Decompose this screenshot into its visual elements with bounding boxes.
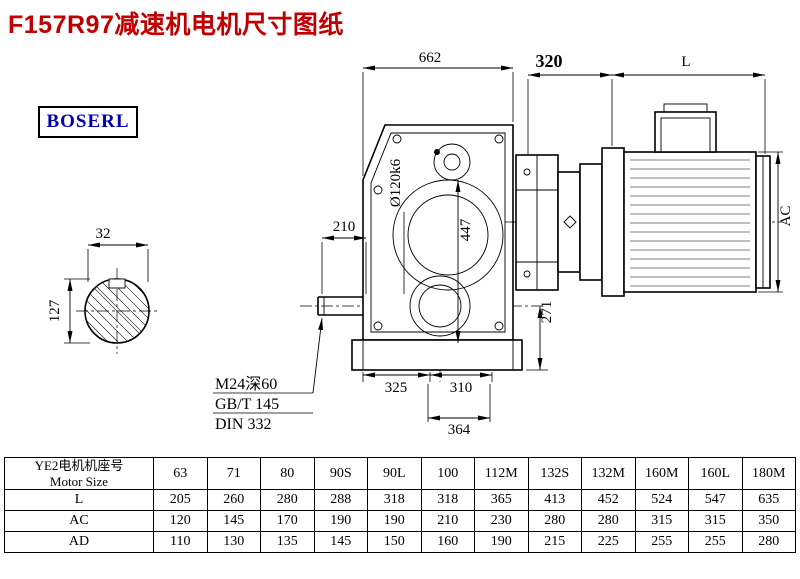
dim-325-label: 325 (385, 380, 408, 396)
dimension-325-310-364: 325 310 364 (362, 372, 493, 438)
size-cell: 160M (634, 456, 689, 491)
value-cell: 280 (741, 531, 796, 554)
terminal-box (654, 111, 717, 153)
table-row-AC: AC 120 145 170 190 190 210 230 280 280 3… (4, 510, 796, 533)
value-cell: 205 (153, 489, 208, 512)
table-header-motor-size: YE2电机机座号 Motor Size (4, 456, 154, 491)
value-cell: 280 (581, 510, 636, 533)
motor-flange (601, 147, 625, 297)
note-gb-label: GB/T 145 (215, 396, 279, 413)
value-cell: 225 (581, 531, 636, 554)
size-cell: 112M (474, 456, 529, 491)
value-cell: 524 (634, 489, 689, 512)
table-row-L: L 205 260 280 288 318 318 365 413 452 52… (4, 489, 796, 512)
value-cell: 318 (367, 489, 422, 512)
value-cell: 315 (688, 510, 743, 533)
value-cell: 135 (260, 531, 315, 554)
dimension-320: 320 (527, 51, 613, 156)
size-cell: 80 (260, 456, 315, 491)
table-header-cn: YE2电机机座号 (34, 458, 124, 473)
value-cell: 120 (153, 510, 208, 533)
value-cell: 215 (527, 531, 582, 554)
dim-shaft-label: Ø120k6 (388, 158, 404, 207)
dimension-447: 447 (455, 180, 474, 343)
size-cell: 100 (420, 456, 475, 491)
value-cell: 210 (420, 510, 475, 533)
size-cell: 160L (688, 456, 743, 491)
value-cell: 230 (474, 510, 529, 533)
motor-side-view (505, 103, 782, 297)
dimension-shaft-diameter: Ø120k6 (388, 158, 405, 294)
value-cell: 110 (153, 531, 208, 554)
value-cell: 190 (474, 531, 529, 554)
value-cell: 350 (741, 510, 796, 533)
note-thread-label: M24深60 (215, 375, 277, 393)
size-cell: 90S (313, 456, 368, 491)
shaft-end-detail-view: 32 127 (47, 226, 158, 354)
dim-32-label: 32 (96, 226, 111, 242)
dim-662-label: 662 (419, 50, 442, 66)
value-cell: 190 (367, 510, 422, 533)
dimension-L: L (612, 54, 766, 154)
motor-size-table: YE2电机机座号 Motor Size 63 71 80 90S 90L 100… (4, 456, 796, 554)
technical-drawing: 662 320 L 32 127 (47, 50, 794, 438)
row-label: L (4, 489, 154, 512)
value-cell: 130 (206, 531, 261, 554)
motor-fins (630, 159, 750, 287)
page-title: F157R97减速机电机尺寸图纸 (8, 11, 344, 39)
size-cell: 90L (367, 456, 422, 491)
dim-447-label: 447 (458, 218, 474, 241)
value-cell: 190 (313, 510, 368, 533)
value-cell: 547 (688, 489, 743, 512)
output-shaft (317, 296, 363, 316)
value-cell: 160 (420, 531, 475, 554)
boserl-logo-text: BOSERL (46, 111, 130, 132)
size-cell: 71 (206, 456, 261, 491)
row-label: AC (4, 510, 154, 533)
dim-310-label: 310 (450, 380, 473, 396)
size-cell: 63 (153, 456, 208, 491)
centering-mark (563, 215, 577, 229)
dim-364-label: 364 (448, 422, 471, 438)
size-cell: 132M (581, 456, 636, 491)
value-cell: 452 (581, 489, 636, 512)
dim-AC-label: AC (778, 206, 794, 227)
value-cell: 260 (206, 489, 261, 512)
motor-body (623, 151, 757, 293)
dim-320-label: 320 (536, 51, 563, 71)
size-cell: 132S (527, 456, 582, 491)
value-cell: 280 (260, 489, 315, 512)
table-header-en: Motor Size (49, 473, 109, 489)
value-cell: 150 (367, 531, 422, 554)
value-cell: 635 (741, 489, 796, 512)
value-cell: 288 (313, 489, 368, 512)
dimension-AC: AC (758, 151, 794, 293)
dimension-271: 271 (526, 301, 555, 371)
row-label: AD (4, 531, 154, 554)
dimension-662: 662 (362, 50, 514, 176)
value-cell: 145 (313, 531, 368, 554)
value-cell: 145 (206, 510, 261, 533)
boserl-logo: BOSERL (38, 106, 138, 138)
size-cell: 180M (741, 456, 796, 491)
dimension-210: 210 (321, 219, 367, 294)
dim-L-label: L (681, 54, 690, 70)
gearbox-front-view (300, 124, 546, 382)
dim-271-label: 271 (539, 301, 555, 324)
note-din-label: DIN 332 (215, 416, 271, 433)
value-cell: 280 (527, 510, 582, 533)
value-cell: 413 (527, 489, 582, 512)
value-cell: 255 (688, 531, 743, 554)
value-cell: 255 (634, 531, 689, 554)
value-cell: 365 (474, 489, 529, 512)
value-cell: 315 (634, 510, 689, 533)
keyway (108, 278, 126, 289)
dim-127-label: 127 (47, 299, 63, 322)
dim-210-label: 210 (333, 219, 356, 235)
value-cell: 170 (260, 510, 315, 533)
table-row-AD: AD 110 130 135 145 150 160 190 215 225 2… (4, 531, 796, 554)
table-header-row: YE2电机机座号 Motor Size 63 71 80 90S 90L 100… (4, 456, 796, 491)
thread-note: M24深60 GB/T 145 DIN 332 (213, 317, 324, 433)
value-cell: 318 (420, 489, 475, 512)
